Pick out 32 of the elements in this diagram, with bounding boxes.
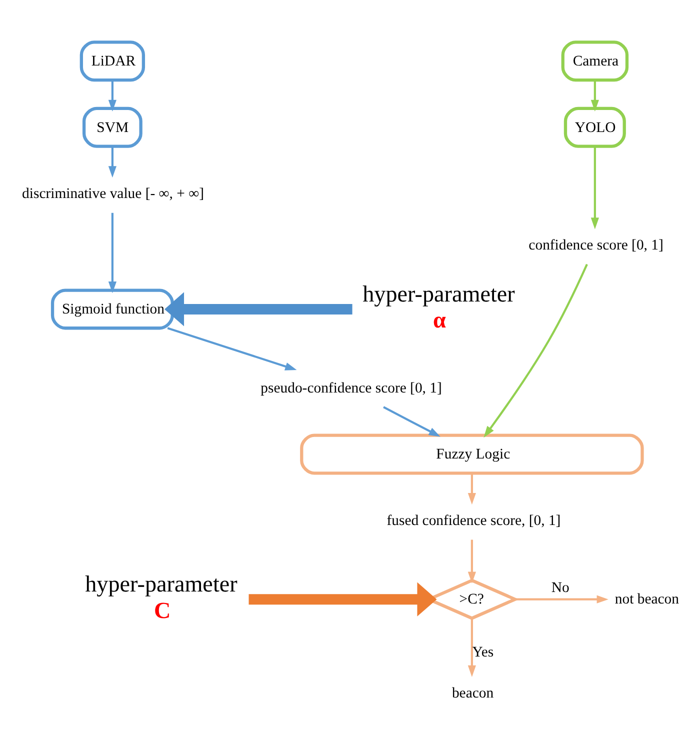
arrow bbox=[167, 327, 297, 370]
node-text: beacon bbox=[452, 685, 494, 702]
arrow bbox=[248, 582, 437, 616]
arrow bbox=[164, 292, 352, 326]
arrow bbox=[590, 146, 599, 230]
arrow bbox=[484, 264, 588, 438]
node-box: SVM bbox=[82, 106, 142, 148]
arrow bbox=[516, 595, 608, 604]
arrow bbox=[108, 146, 116, 178]
edge-label: No bbox=[551, 580, 570, 596]
node-box: Sigmoid function bbox=[50, 288, 174, 330]
node-label: C bbox=[154, 598, 171, 624]
arrow bbox=[108, 212, 116, 294]
arrow bbox=[468, 618, 476, 677]
node-box: LiDAR bbox=[80, 40, 146, 82]
arrow bbox=[468, 474, 476, 505]
node-text: pseudo-confidence score [0, 1] bbox=[260, 380, 442, 396]
node-box: Fuzzy Logic bbox=[300, 434, 644, 475]
node-text: confidence score [0, 1] bbox=[528, 237, 664, 254]
edge-label: Yes bbox=[472, 644, 494, 660]
node-text: discriminative value [- ∞, + ∞] bbox=[22, 186, 204, 202]
node-text: hyper-parameter bbox=[85, 572, 238, 598]
node-text: hyper-parameter bbox=[362, 281, 515, 308]
node-box: Camera bbox=[561, 40, 629, 82]
node-label: α bbox=[433, 308, 446, 334]
node-text: not beacon bbox=[614, 592, 679, 608]
arrow bbox=[108, 80, 116, 112]
arrow bbox=[383, 406, 440, 437]
arrow bbox=[468, 540, 476, 584]
node-box: YOLO bbox=[564, 106, 626, 148]
node-text: fused confidence score, [0, 1] bbox=[386, 512, 561, 529]
arrow bbox=[590, 80, 599, 112]
